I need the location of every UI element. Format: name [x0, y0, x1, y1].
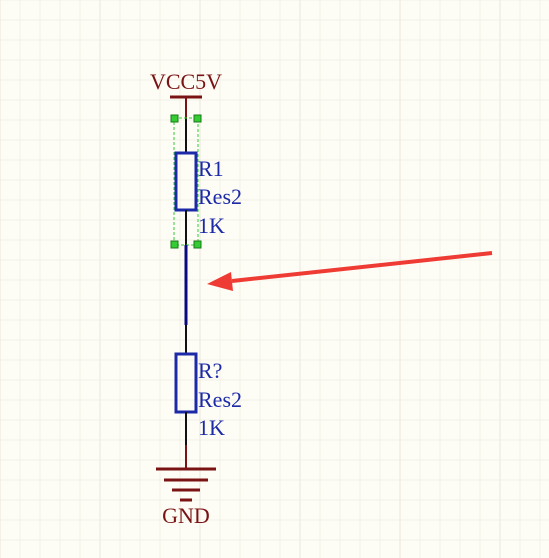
r2-value: 1K: [198, 415, 225, 440]
r1-designator: R1: [198, 156, 224, 181]
resistor-icon: [174, 352, 198, 414]
resistor-icon: [174, 151, 198, 212]
r2-comment: Res2: [198, 387, 242, 412]
red-arrow-icon: [207, 251, 493, 291]
power-port-label: VCC5V: [150, 69, 222, 94]
resistor-r-unannotated[interactable]: R? Res2 1K: [174, 325, 242, 445]
ground-port-label: GND: [162, 503, 210, 528]
selection-handle-br[interactable]: [193, 240, 202, 249]
r2-designator: R?: [198, 358, 222, 383]
selection-handle-tl[interactable]: [170, 114, 179, 123]
resistor-r1[interactable]: R1 Res2 1K: [170, 114, 242, 249]
selection-handle-tr[interactable]: [193, 114, 202, 123]
r1-comment: Res2: [198, 184, 242, 209]
power-port-vcc5v[interactable]: VCC5V: [150, 69, 222, 118]
ground-port-gnd[interactable]: GND: [156, 445, 216, 528]
r1-value: 1K: [198, 213, 225, 238]
ground-icon: [156, 467, 216, 502]
selection-handle-bl[interactable]: [170, 240, 179, 249]
